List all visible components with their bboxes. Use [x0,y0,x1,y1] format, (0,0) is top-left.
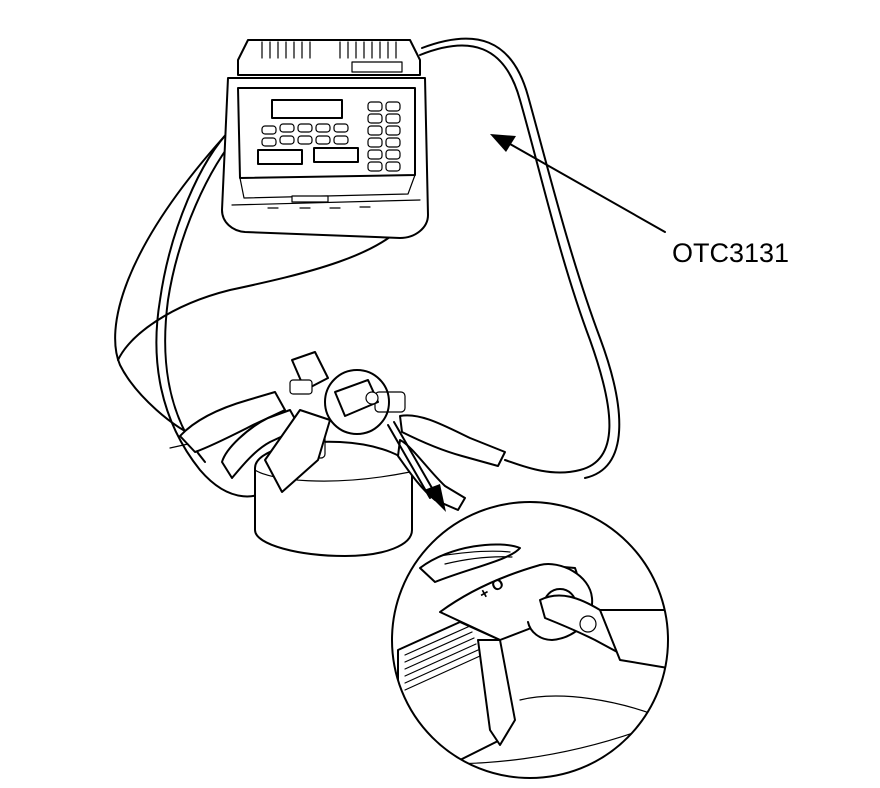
otc3131-callout: OTC3131 [490,134,789,268]
detail-inset: + O [391,501,669,779]
tester-cables [114,37,621,498]
negative-clamp [169,351,331,493]
battery-tester-unit [221,39,429,239]
callout-label: OTC3131 [672,238,789,268]
detail-leader-arrow [387,421,446,512]
magnified-region-marker [324,369,390,435]
positive-clamp [374,391,506,511]
